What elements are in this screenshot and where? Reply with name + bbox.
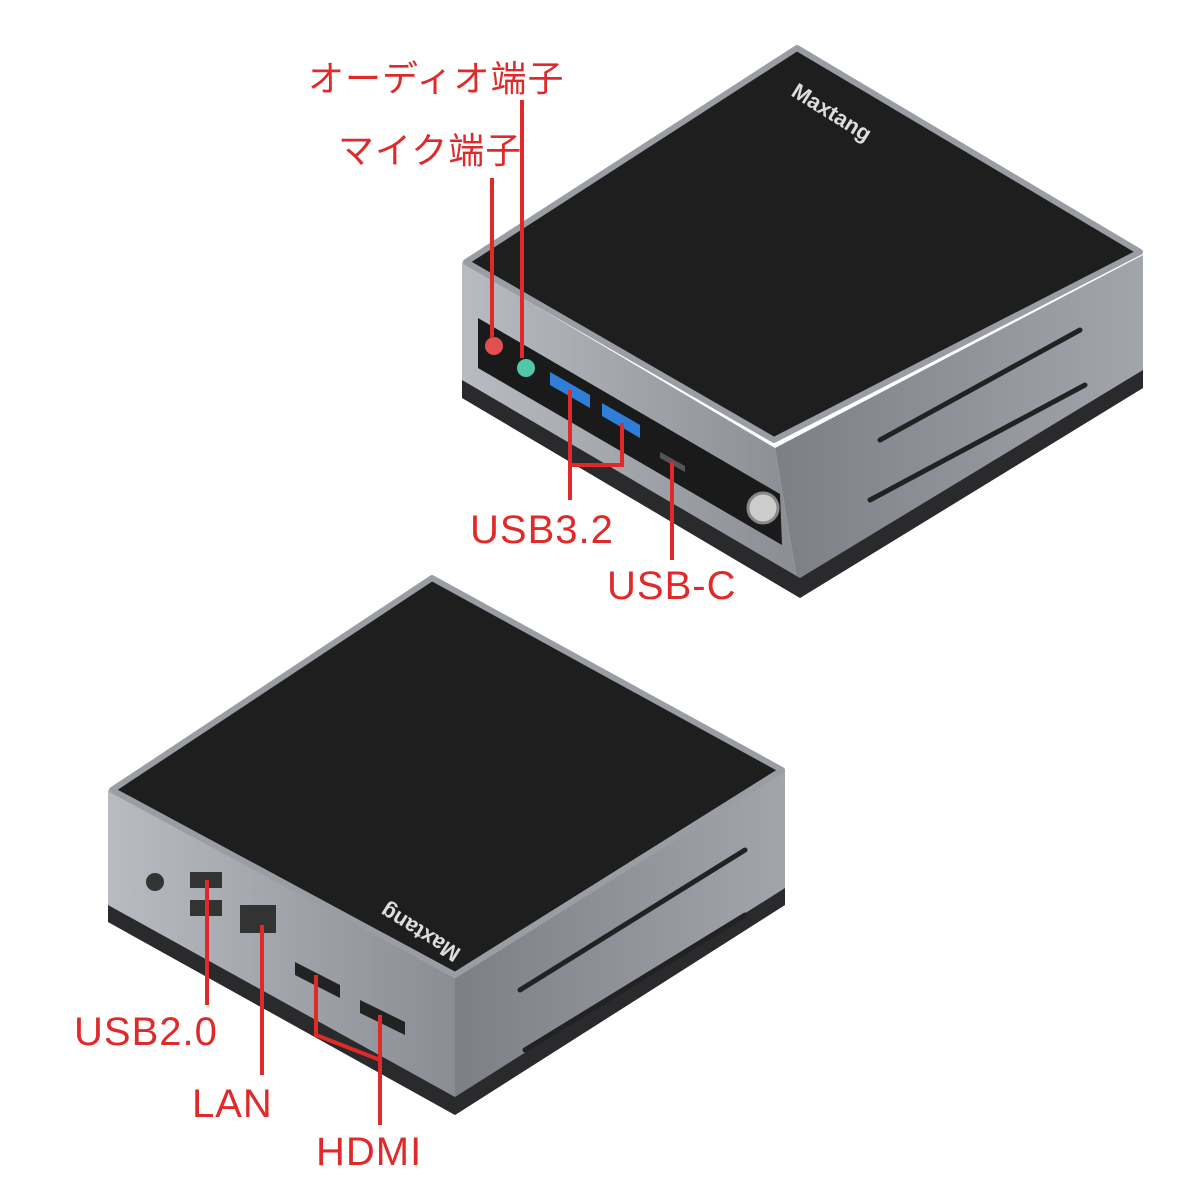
- label-audio-jack: オーディオ端子: [308, 59, 565, 100]
- mic-jack: [485, 337, 503, 355]
- mini-pc-rear-view: Maxtang: [108, 575, 785, 1115]
- power-button: [746, 491, 780, 525]
- usb32-port-2: [602, 403, 640, 438]
- label-usb32: USB3.2: [470, 508, 614, 552]
- label-usbc: USB-C: [607, 564, 737, 608]
- label-hdmi: HDMI: [316, 1130, 423, 1174]
- dc-power-port: [146, 873, 164, 891]
- label-usb20: USB2.0: [74, 1010, 218, 1054]
- label-lan: LAN: [192, 1082, 273, 1126]
- callout-lines: [205, 100, 674, 1125]
- lan-port: [240, 905, 276, 933]
- hdmi-port-2: [360, 1000, 405, 1035]
- audio-jack: [517, 359, 535, 377]
- label-mic-jack: マイク端子: [338, 131, 523, 172]
